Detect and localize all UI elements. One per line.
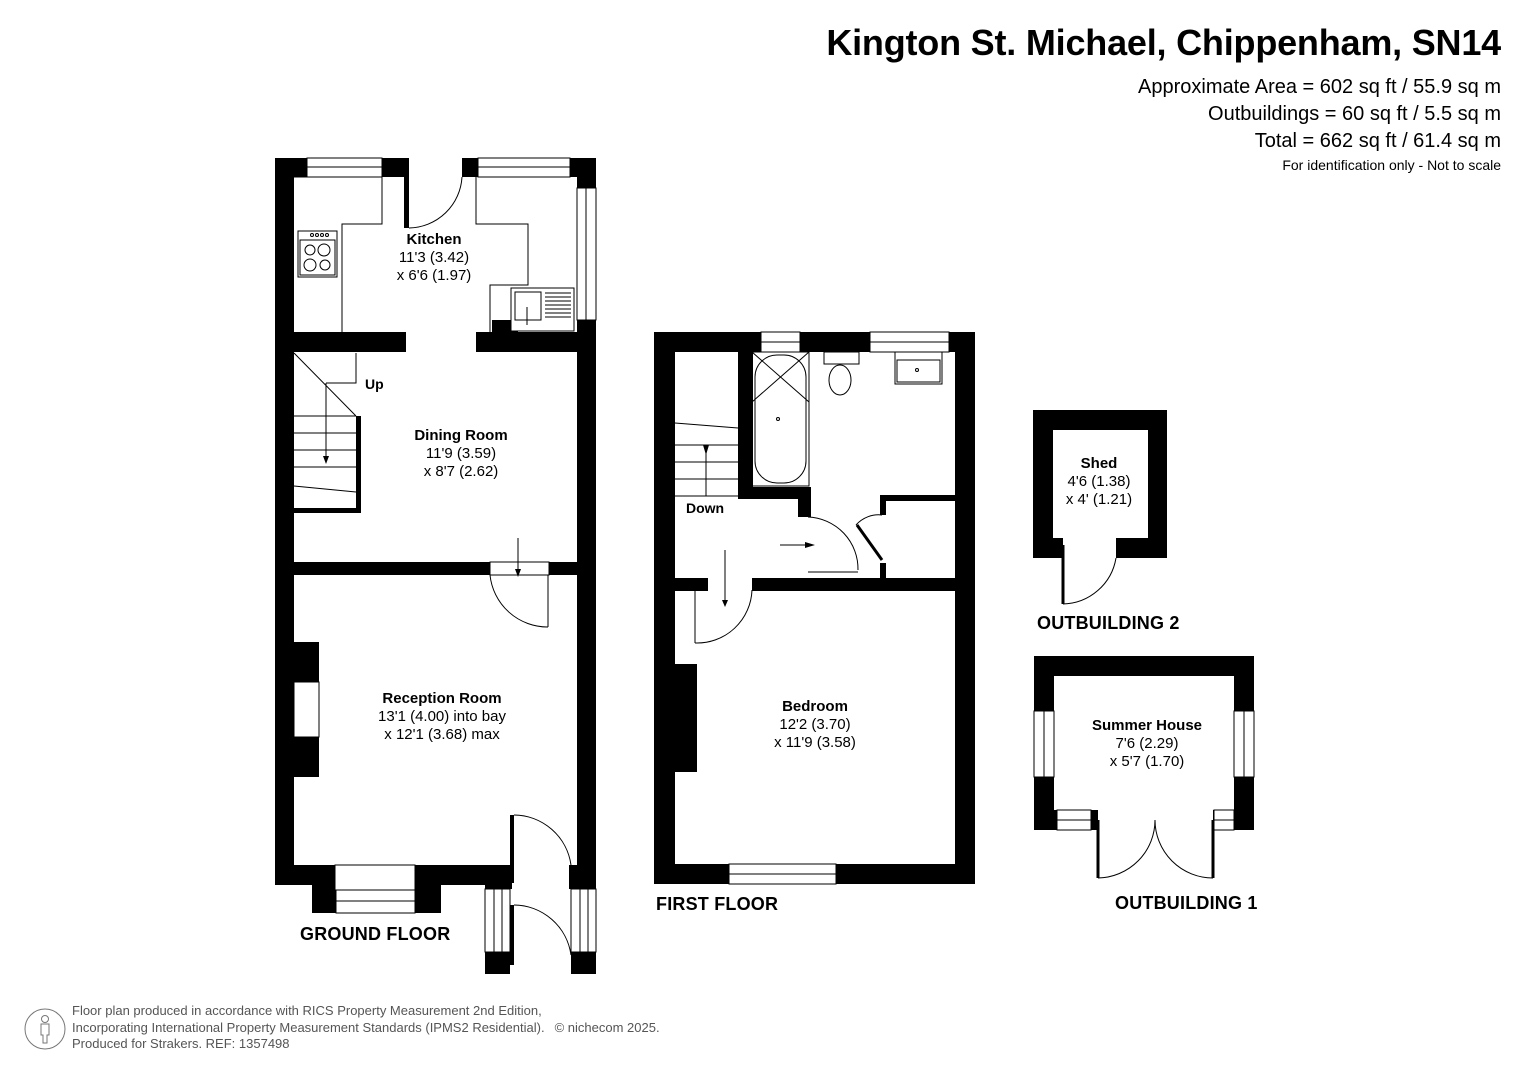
stairs-up-label: Up (365, 376, 384, 392)
outbuilding-2-plan (1033, 410, 1167, 605)
first-floor-plan (654, 332, 975, 884)
area-summary: Approximate Area = 602 sq ft / 55.9 sq m… (1138, 74, 1501, 155)
room-label-reception-room: Reception Room 13'1 (4.00) into bay x 12… (378, 690, 506, 743)
first-floor-lines (674, 331, 950, 885)
outbuilding-1-label: OUTBUILDING 1 (1115, 893, 1258, 913)
room-label-shed: Shed 4'6 (1.38) x 4' (1.21) (1065, 455, 1133, 508)
copyright: © nichecom 2025. (554, 1019, 660, 1035)
outbuilding-2-label: OUTBUILDING 2 (1037, 613, 1180, 633)
first-floor-label: FIRST FLOOR (656, 894, 779, 914)
ground-floor-label: GROUND FLOOR (300, 924, 451, 944)
ground-floor-plan (275, 158, 596, 974)
total-area: Total = 662 sq ft / 61.4 sq m (1254, 130, 1501, 152)
room-label-summer-house: Summer House 7'6 (2.29) x 5'7 (1.70) (1091, 717, 1203, 770)
scale-disclaimer: For identification only - Not to scale (1282, 157, 1501, 173)
person-icon (24, 1008, 66, 1050)
stairs-down-label: Down (686, 500, 725, 516)
room-label-dining-room: Dining Room 11'9 (3.59) x 8'7 (2.62) (414, 427, 508, 480)
outbuildings-area: Outbuildings = 60 sq ft / 5.5 sq m (1208, 103, 1501, 125)
page-title: Kington St. Michael, Chippenham, SN14 (826, 22, 1501, 63)
outbuilding-1-plan (1033, 656, 1255, 879)
ground-floor-lines (293, 157, 597, 956)
first-floor-arrows (323, 445, 815, 607)
room-label-bedroom: Bedroom 12'2 (3.70) x 11'9 (3.58) (774, 698, 856, 751)
room-label-kitchen: Kitchen 11'3 (3.42) x 6'6 (1.97) (396, 231, 472, 284)
footer-credits: Floor plan produced in accordance with R… (72, 1003, 660, 1051)
approximate-area: Approximate Area = 602 sq ft / 55.9 sq m (1138, 76, 1501, 98)
